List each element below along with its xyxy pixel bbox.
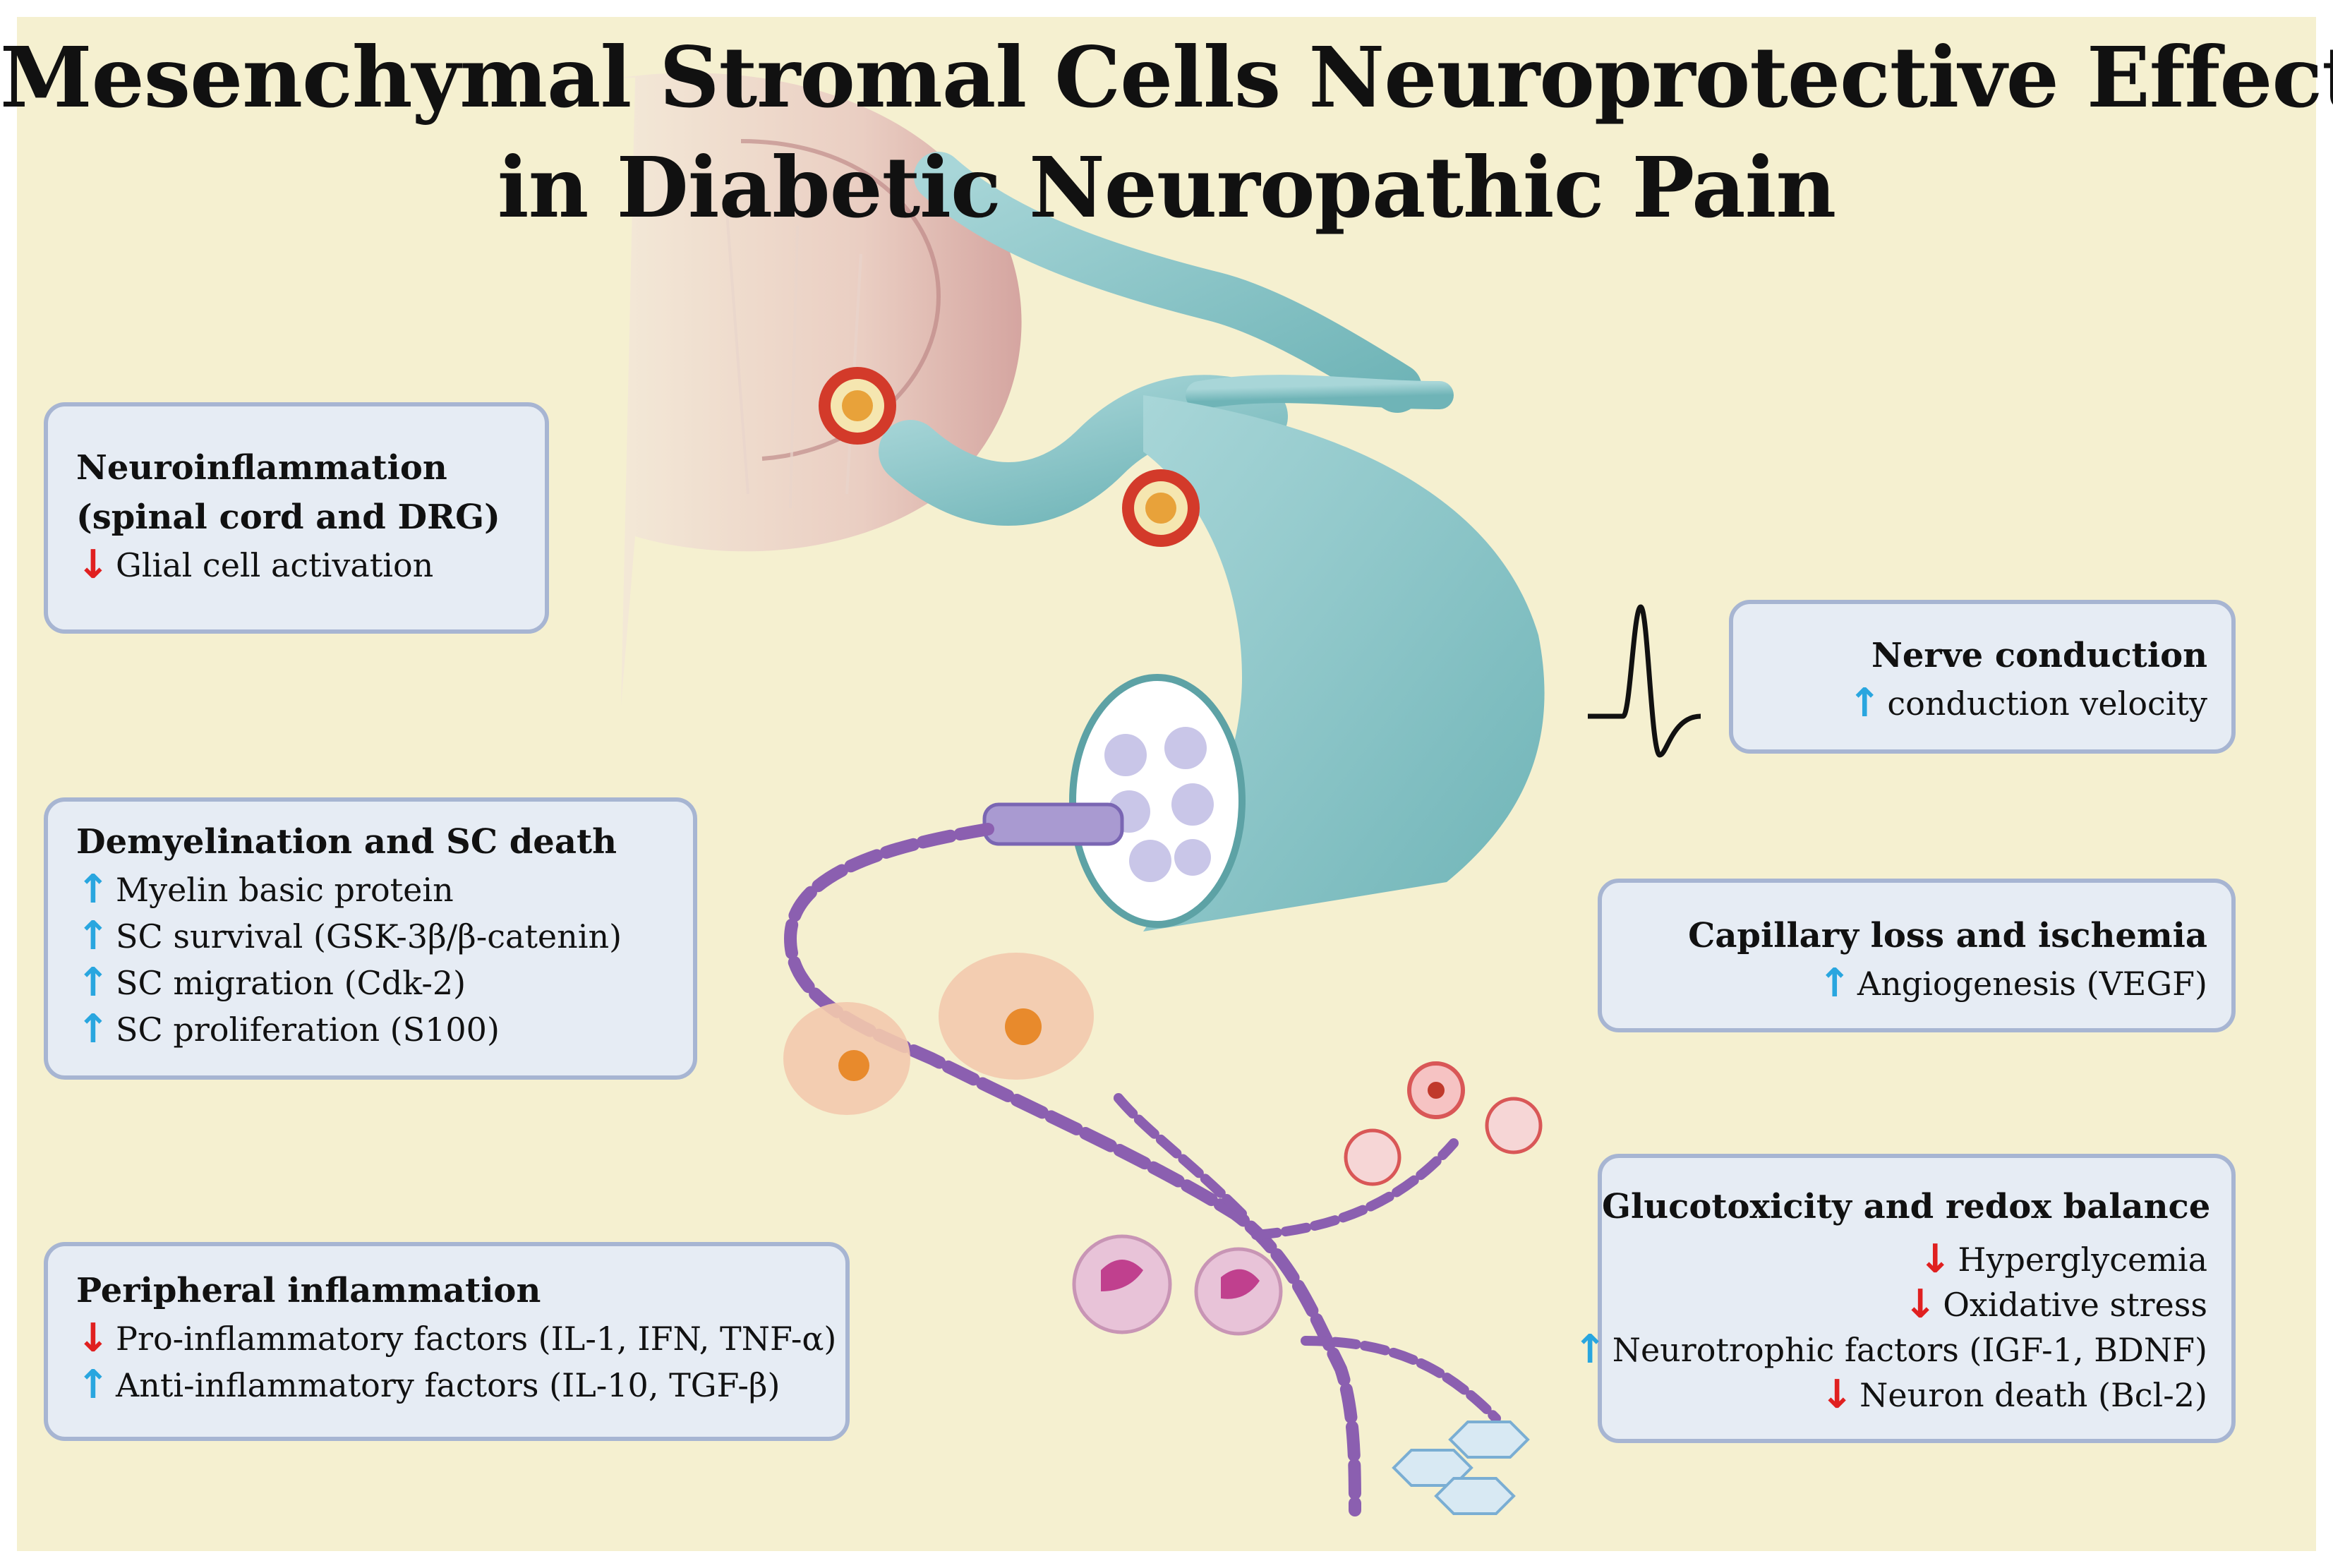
list-item: ↑ SC proliferation (S100): [76, 1006, 693, 1053]
down-arrow-icon: ↓: [76, 1315, 110, 1361]
up-arrow-icon: ↑: [76, 867, 110, 912]
item-text: Anti-inflammatory factors (IL-10, TGF-β): [116, 1366, 780, 1404]
box-heading: Nerve conduction: [1871, 636, 2207, 675]
glucotoxicity-box: Glucotoxicity and redox balance ↓ Hyperg…: [1574, 1154, 2236, 1443]
box-heading: Glucotoxicity and redox balance: [1602, 1187, 2211, 1226]
list-item: ↓ Hyperglycemia: [1602, 1237, 2207, 1282]
glucose-hexagons: [1392, 1421, 1530, 1515]
macrophage-cluster: [783, 953, 1094, 1115]
list-item: ↑ SC survival (GSK-3β/β-catenin): [76, 913, 693, 960]
list-item: ↑ Myelin basic protein: [76, 867, 693, 913]
inflammation-star-nerve: [1122, 469, 1200, 547]
item-text: Glial cell activation: [116, 546, 434, 584]
list-item: ↑ Angiogenesis (VEGF): [1602, 960, 2207, 1007]
down-arrow-icon: ↓: [1918, 1236, 1952, 1282]
up-arrow-icon: ↑: [76, 913, 110, 959]
page-title-line-1: Mesenchymal Stromal Cells Neuroprotectiv…: [0, 28, 2333, 126]
box-heading: Capillary loss and ischemia: [1688, 916, 2207, 955]
item-text: Angiogenesis (VEGF): [1857, 965, 2207, 1003]
box-heading-sub: (spinal cord and DRG): [76, 497, 500, 537]
item-text: conduction velocity: [1887, 685, 2207, 723]
item-text: SC proliferation (S100): [116, 1011, 500, 1049]
page-title-line-2: in Diabetic Neuropathic Pain: [497, 138, 1836, 236]
neutrophil-cells: [1072, 1234, 1283, 1336]
item-text: Neuron death (Bcl-2): [1859, 1376, 2207, 1414]
list-item: ↓ Pro-inflammatory factors (IL-1, IFN, T…: [76, 1315, 845, 1362]
up-arrow-icon: ↑: [76, 1362, 110, 1408]
neuroinflammation-box: Neuroinflammation (spinal cord and DRG) …: [44, 402, 549, 634]
down-arrow-icon: ↓: [76, 542, 110, 588]
box-heading: Neuroinflammation: [76, 448, 447, 488]
blood-cells: [1344, 1061, 1543, 1186]
demyelination-box: Demyelination and SC death ↑ Myelin basi…: [44, 797, 697, 1080]
list-item: ↑ conduction velocity: [1733, 680, 2207, 727]
peripheral-inflammation-box: Peripheral inflammation ↓ Pro-inflammato…: [44, 1242, 850, 1441]
down-arrow-icon: ↓: [1820, 1372, 1854, 1418]
item-text: Neurotrophic factors (IGF-1, BDNF): [1612, 1331, 2207, 1369]
inflammation-star-cord: [819, 367, 896, 445]
list-item: ↑ Neurotrophic factors (IGF-1, BDNF): [1574, 1327, 2207, 1373]
item-text: Hyperglycemia: [1958, 1241, 2207, 1279]
item-text: SC migration (Cdk-2): [116, 964, 466, 1002]
box-heading: Peripheral inflammation: [76, 1271, 541, 1310]
up-arrow-icon: ↑: [1573, 1327, 1607, 1373]
degenerating-axon: [783, 823, 1501, 1516]
up-arrow-icon: ↑: [76, 960, 110, 1006]
list-item: ↓ Oxidative stress: [1602, 1282, 2207, 1327]
up-arrow-icon: ↑: [1847, 680, 1881, 726]
capillary-loss-box: Capillary loss and ischemia ↑ Angiogenes…: [1598, 879, 2236, 1032]
box-heading: Demyelination and SC death: [76, 822, 617, 862]
list-item: ↓ Neuron death (Bcl-2): [1602, 1373, 2207, 1418]
list-item: ↑ Anti-inflammatory factors (IL-10, TGF-…: [76, 1362, 845, 1409]
list-item: ↓ Glial cell activation: [76, 542, 545, 589]
list-item: ↑ SC migration (Cdk-2): [76, 960, 693, 1006]
item-text: SC survival (GSK-3β/β-catenin): [116, 917, 622, 955]
item-text: Oxidative stress: [1943, 1286, 2207, 1324]
action-potential-icon: [1588, 604, 1701, 758]
down-arrow-icon: ↓: [1903, 1281, 1937, 1327]
item-text: Pro-inflammatory factors (IL-1, IFN, TNF…: [116, 1320, 837, 1358]
nerve-conduction-box: Nerve conduction ↑ conduction velocity: [1729, 600, 2236, 754]
up-arrow-icon: ↑: [76, 1006, 110, 1052]
item-text: Myelin basic protein: [116, 871, 454, 909]
up-arrow-icon: ↑: [1818, 960, 1852, 1006]
peripheral-nerve: [879, 152, 1545, 931]
